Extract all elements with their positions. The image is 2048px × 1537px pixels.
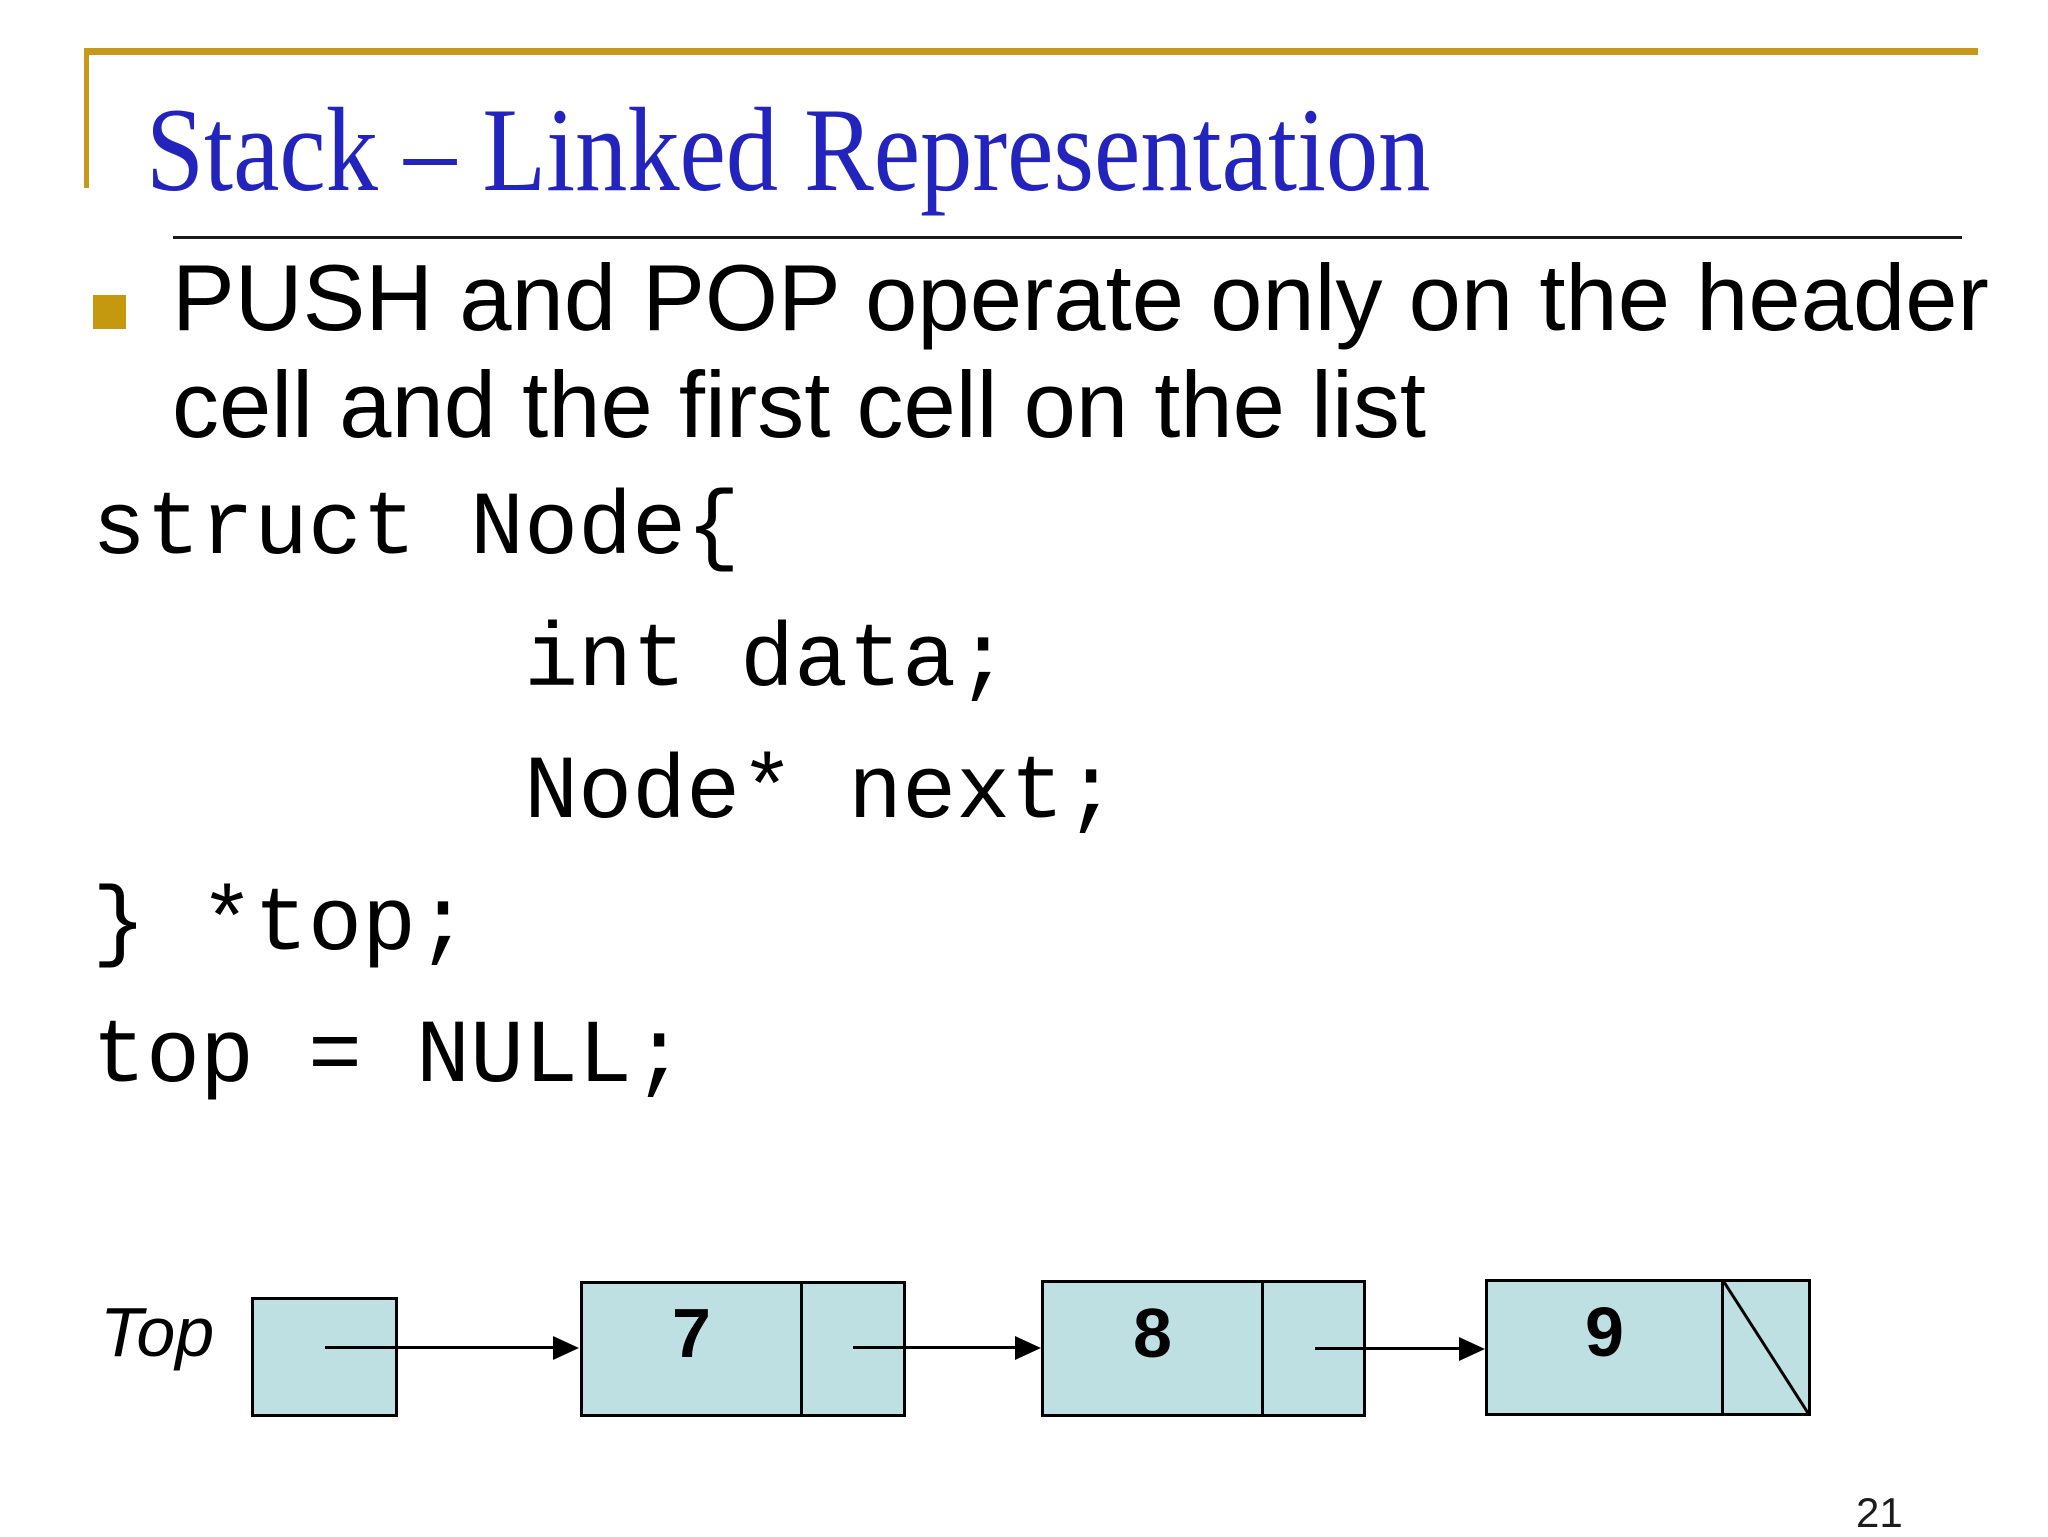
bullet-line-2: cell and the first cell on the list	[172, 352, 1426, 457]
bullet-text: PUSH and POP operate only on the header …	[172, 244, 1989, 458]
node-next-pointer-cell	[803, 1284, 903, 1414]
page-number: 21	[1856, 1489, 1903, 1536]
list-node-9: 9	[1485, 1279, 1811, 1416]
null-pointer-icon	[1724, 1282, 1808, 1413]
accent-left-line	[84, 48, 89, 188]
code-line-node-next: Node* next;	[92, 743, 1119, 845]
code-line-struct: struct Node{	[92, 479, 741, 581]
code-block: struct Node{ int data; Node* next; } *to…	[92, 464, 1118, 1124]
node-value: 7	[672, 1294, 711, 1372]
pointer-arrow-7-to-8	[853, 1335, 1041, 1360]
pointer-arrow-8-to-9	[1315, 1336, 1485, 1361]
page-title: Stack – Linked Representation	[146, 83, 1431, 216]
top-pointer-box	[251, 1297, 398, 1417]
title-underline	[173, 236, 1962, 239]
list-node-7: 7	[580, 1281, 906, 1417]
code-line-top-null: top = NULL;	[92, 1007, 687, 1109]
node-value: 9	[1585, 1292, 1624, 1371]
node-data-cell: 7	[583, 1284, 803, 1414]
list-node-8: 8	[1041, 1280, 1366, 1417]
code-line-close-top: } *top;	[92, 875, 471, 977]
node-next-pointer-cell	[1724, 1282, 1808, 1413]
code-line-int-data: int data;	[92, 611, 1011, 713]
node-data-cell: 9	[1488, 1282, 1724, 1413]
node-data-cell: 8	[1044, 1283, 1264, 1414]
pointer-arrow-top-to-7	[325, 1335, 579, 1360]
bullet-line-1: PUSH and POP operate only on the header	[172, 245, 1989, 350]
top-pointer-label: Top	[100, 1293, 215, 1371]
bullet-square-icon	[93, 295, 126, 329]
node-value: 8	[1133, 1293, 1172, 1372]
accent-top-line	[84, 48, 1978, 55]
